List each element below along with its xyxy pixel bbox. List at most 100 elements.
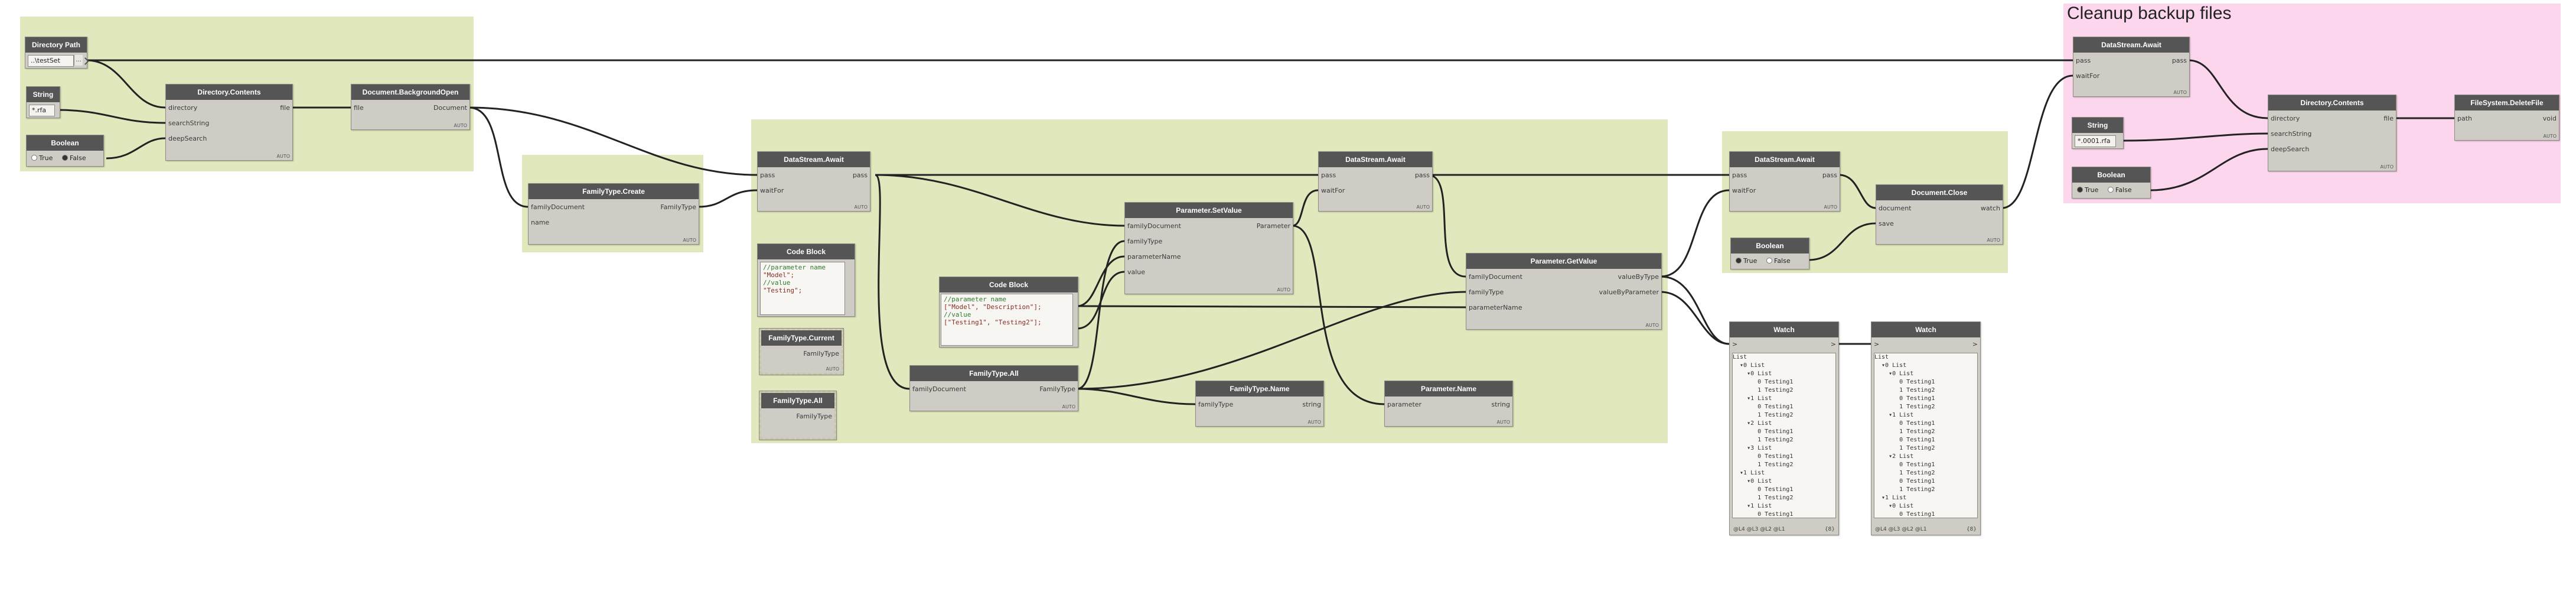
input-familytype[interactable]: familyType — [1469, 288, 1504, 296]
input-searchstring[interactable]: searchString — [168, 119, 210, 127]
true-radio[interactable]: True — [31, 153, 53, 164]
directory-contents-node[interactable]: Directory.Contents directory searchStrin… — [165, 84, 293, 161]
input-familydocument[interactable]: familyDocument — [531, 203, 585, 211]
output-familytype[interactable]: FamilyType — [796, 412, 832, 420]
lacing-label[interactable]: AUTO — [2380, 164, 2394, 170]
input-searchstring[interactable]: searchString — [2271, 130, 2312, 138]
output-port[interactable]: > — [1830, 340, 1836, 348]
list-levels-label[interactable]: @L4 @L3 @L2 @L1 — [1733, 526, 1785, 532]
input-parameter[interactable]: parameter — [1387, 401, 1422, 408]
datastream-await-node-1[interactable]: DataStream.Await pass waitFor pass AUTO — [757, 151, 870, 212]
output-familytype[interactable]: FamilyType — [803, 350, 839, 358]
input-deepsearch[interactable]: deepSearch — [2271, 145, 2310, 153]
document-close-node[interactable]: Document.Close document save watch AUTO — [1876, 184, 2003, 245]
filesystem-deletefile-node[interactable]: FileSystem.DeleteFile path void AUTO — [2454, 95, 2559, 141]
output-pass[interactable]: pass — [2171, 57, 2187, 64]
browse-button[interactable]: ... — [74, 55, 83, 66]
datastream-await-node-4[interactable]: DataStream.Await pass waitFor pass AUTO — [2073, 37, 2190, 97]
family-type-create-node[interactable]: FamilyType.Create familyDocument name Fa… — [528, 183, 699, 245]
string-node-2[interactable]: String *.0001.rfa — [2072, 117, 2124, 149]
watch-output-list[interactable]: List ▾0 List ▾0 List 0 Testing1 1 Testin… — [1874, 353, 1978, 518]
directory-path-field[interactable]: ..\testSet — [28, 55, 74, 67]
input-path[interactable]: path — [2457, 115, 2473, 122]
code-block-node-2[interactable]: Code Block //parameter name["Model", "De… — [939, 277, 1078, 347]
parameter-name-node[interactable]: Parameter.Name parameter string AUTO — [1384, 381, 1513, 427]
input-parametername[interactable]: parameterName — [1469, 304, 1522, 311]
parameter-setvalue-node[interactable]: Parameter.SetValue familyDocument family… — [1124, 202, 1293, 294]
output-watch[interactable]: watch — [1980, 204, 2000, 212]
lacing-label[interactable]: AUTO — [1645, 323, 1659, 328]
input-directory[interactable]: directory — [2271, 115, 2300, 122]
watch-node-1[interactable]: Watch > > List ▾0 List ▾0 List 0 Testing… — [1729, 321, 1839, 535]
lacing-label[interactable]: AUTO — [1824, 204, 1837, 210]
watch-node-2[interactable]: Watch > > List ▾0 List ▾0 List 0 Testing… — [1871, 321, 1981, 535]
input-file[interactable]: file — [354, 104, 364, 112]
output-file[interactable]: file — [280, 104, 290, 112]
input-value[interactable]: value — [1127, 268, 1146, 276]
boolean-node[interactable]: Boolean True False — [26, 135, 104, 167]
datastream-await-node-2[interactable]: DataStream.Await pass waitFor pass AUTO — [1318, 151, 1433, 212]
output-familytype[interactable]: FamilyType — [660, 203, 696, 211]
lacing-label[interactable]: AUTO — [826, 366, 839, 372]
family-type-current-node[interactable]: FamilyType.Current FamilyType AUTO — [759, 328, 844, 375]
background-open-node[interactable]: Document.BackgroundOpen file Document AU… — [351, 84, 470, 130]
lacing-label[interactable]: AUTO — [2543, 134, 2557, 139]
directory-path-node[interactable]: Directory Path ..\testSet ... — [25, 37, 89, 69]
input-pass[interactable]: pass — [760, 171, 775, 179]
input-waitfor[interactable]: waitFor — [2076, 72, 2100, 80]
string-input[interactable]: *.0001.rfa — [2075, 135, 2116, 147]
lacing-label[interactable]: AUTO — [854, 204, 868, 210]
lacing-label[interactable]: AUTO — [1062, 404, 1075, 410]
input-familytype[interactable]: familyType — [1198, 401, 1234, 408]
input-parametername[interactable]: parameterName — [1127, 253, 1181, 261]
input-familytype[interactable]: familyType — [1127, 238, 1163, 245]
output-document[interactable]: Document — [433, 104, 467, 112]
input-port[interactable]: > — [1732, 340, 1738, 348]
lacing-label[interactable]: AUTO — [276, 154, 290, 159]
datastream-await-node-3[interactable]: DataStream.Await pass waitFor pass AUTO — [1729, 151, 1840, 212]
false-radio[interactable]: False — [62, 153, 86, 164]
watch-output-list[interactable]: List ▾0 List ▾0 List 0 Testing1 1 Testin… — [1732, 353, 1836, 518]
boolean-node-2[interactable]: Boolean True False — [1730, 238, 1809, 269]
family-type-name-node[interactable]: FamilyType.Name familyType string AUTO — [1195, 381, 1324, 427]
input-document[interactable]: document — [1879, 204, 1912, 212]
directory-contents-node-2[interactable]: Directory.Contents directory searchStrin… — [2268, 95, 2396, 171]
input-name[interactable]: name — [531, 219, 550, 226]
true-radio[interactable]: True — [2077, 185, 2098, 196]
output-parameter[interactable]: Parameter — [1256, 222, 1290, 230]
input-familydocument[interactable]: familyDocument — [1127, 222, 1181, 230]
output-void[interactable]: void — [2542, 115, 2557, 122]
output-string[interactable]: string — [1491, 401, 1510, 408]
input-deepsearch[interactable]: deepSearch — [168, 135, 207, 142]
input-waitfor[interactable]: waitFor — [1321, 187, 1345, 194]
input-pass[interactable]: pass — [1732, 171, 1747, 179]
code-editor[interactable]: //parameter name"Model";//value"Testing"… — [760, 262, 845, 315]
lacing-label[interactable]: AUTO — [683, 238, 696, 243]
family-type-all-frozen-node[interactable]: FamilyType.All FamilyType — [759, 391, 837, 440]
lacing-label[interactable]: AUTO — [1416, 204, 1430, 210]
lacing-label[interactable]: AUTO — [454, 123, 467, 128]
true-radio[interactable]: True — [1736, 256, 1757, 266]
output-file[interactable]: file — [2383, 115, 2394, 122]
lacing-label[interactable]: AUTO — [1307, 420, 1321, 425]
lacing-label[interactable]: AUTO — [2173, 90, 2187, 95]
output-valuebyparameter[interactable]: valueByParameter — [1599, 288, 1659, 296]
false-radio[interactable]: False — [1766, 256, 1791, 266]
list-levels-label[interactable]: @L4 @L3 @L2 @L1 — [1875, 526, 1927, 532]
output-port[interactable]: > — [1972, 340, 1978, 348]
lacing-label[interactable]: AUTO — [1496, 420, 1510, 425]
output-pass[interactable]: pass — [852, 171, 868, 179]
lacing-label[interactable]: AUTO — [1277, 287, 1290, 292]
input-familydocument[interactable]: familyDocument — [1469, 273, 1522, 281]
output-string[interactable]: string — [1302, 401, 1321, 408]
input-waitfor[interactable]: waitFor — [760, 187, 784, 194]
output-familytype[interactable]: FamilyType — [1039, 385, 1075, 393]
code-editor[interactable]: //parameter name["Model", "Description"]… — [941, 294, 1073, 346]
family-type-all-node[interactable]: FamilyType.All familyDocument FamilyType… — [909, 365, 1078, 411]
output-valuebytype[interactable]: valueByType — [1618, 273, 1659, 281]
output-pass[interactable]: pass — [1414, 171, 1430, 179]
input-waitfor[interactable]: waitFor — [1732, 187, 1756, 194]
string-node[interactable]: String *.rfa — [26, 86, 60, 118]
output-pass[interactable]: pass — [1822, 171, 1837, 179]
lacing-label[interactable]: AUTO — [1987, 238, 2000, 243]
